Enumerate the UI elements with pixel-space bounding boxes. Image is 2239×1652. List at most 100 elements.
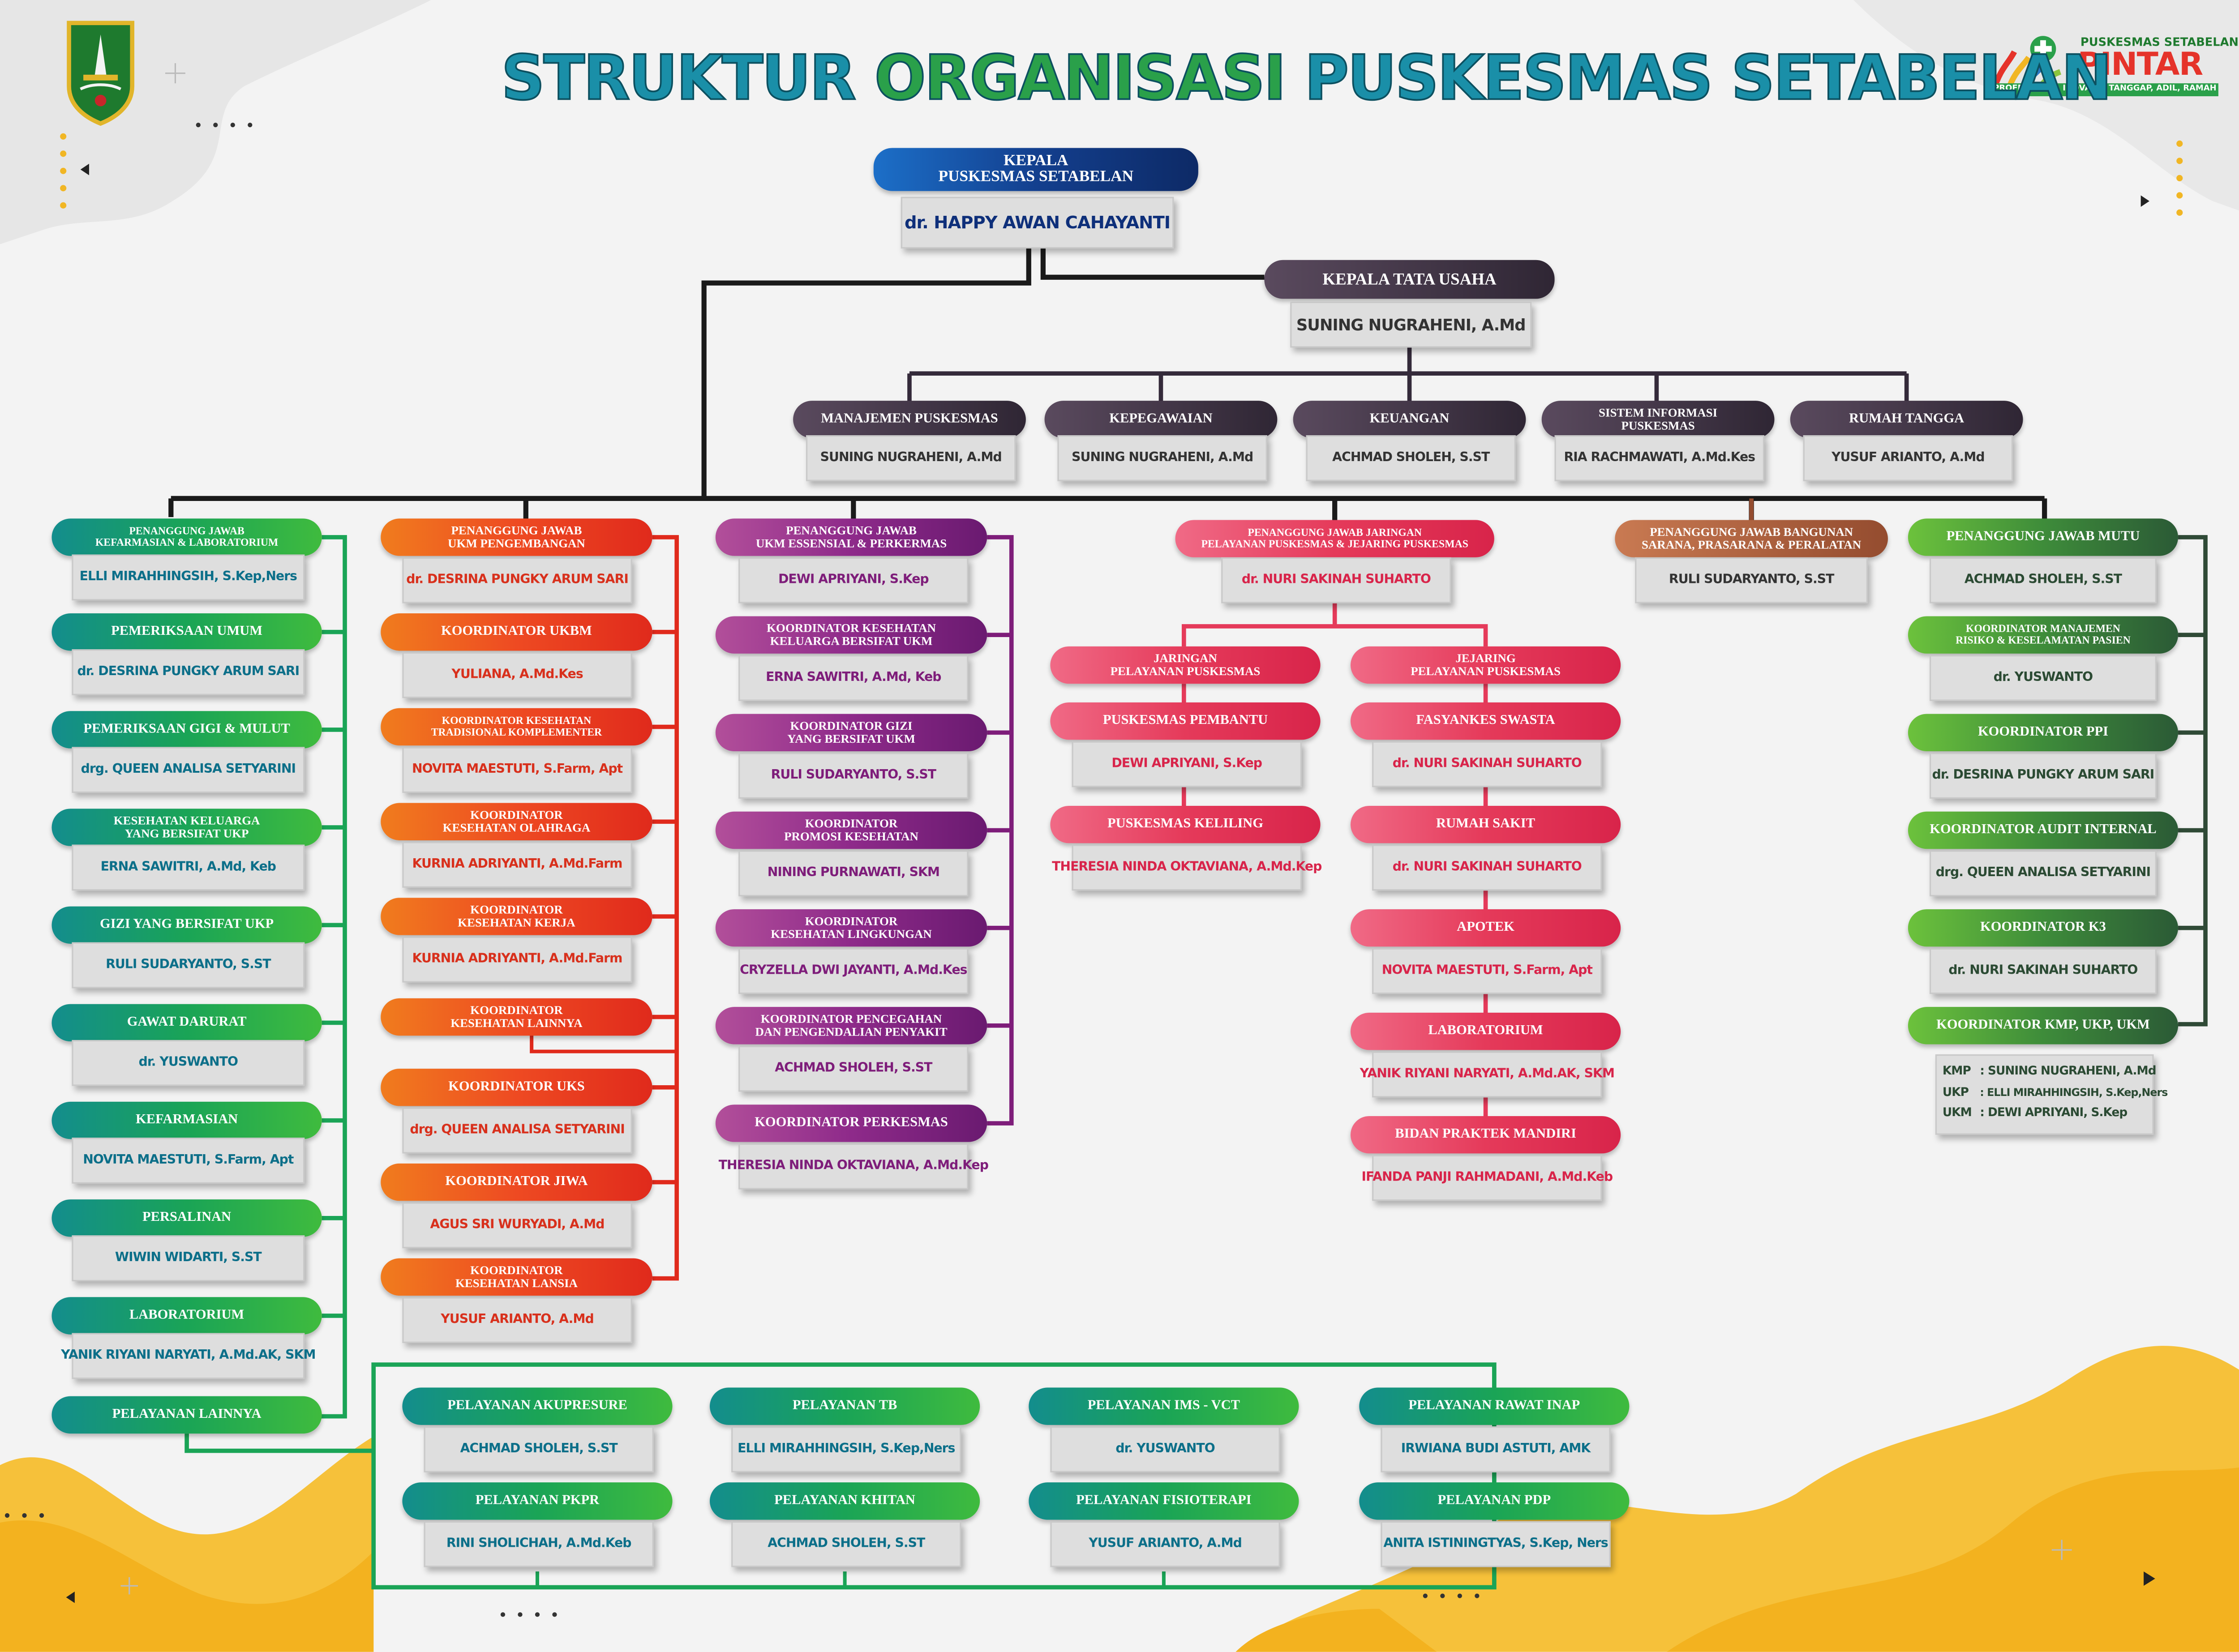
col6-3-name: drg. QUEEN ANALISA SETYARINI xyxy=(1930,850,2157,897)
ukm-row: UKM: DEWI APRIYANI, S.Kep xyxy=(1943,1102,2152,1123)
col2-2-header-line2: TRADISIONAL KOMPLEMENTER xyxy=(431,725,602,739)
lainnya-5-name: ACHMAD SHOLEH, S.ST xyxy=(731,1521,961,1567)
col2-7-name: AGUS SRI WURYADI, A.Md xyxy=(402,1202,632,1249)
lainnya-0-name: ACHMAD SHOLEH, S.ST xyxy=(424,1426,654,1472)
kmp-row: KMP : SUNING NUGRAHENI, A.Md xyxy=(1942,1060,2157,1081)
col1-0-name: ELLI MIRAHHINGSIH, S.Kep,Ners xyxy=(72,554,305,601)
kmp-detail-box: KMP : SUNING NUGRAHENI, A.Md UKP: ELLI MI… xyxy=(1935,1054,2168,1135)
col1-2-name: drg. QUEEN ANALISA SETYARINI xyxy=(72,747,305,793)
jejaring-item-2-name: NOVITA MAESTUTI, S.Farm, Apt xyxy=(1372,948,1602,994)
lainnya-7-header: PELAYANAN PDP xyxy=(1359,1482,1630,1520)
col2-4-name: KURNIA ADRIYANTI, A.Md.Farm xyxy=(402,936,632,983)
col2-0-header-line2: UKM PENGEMBANGAN xyxy=(448,537,585,550)
col3-5-header-line1: KOORDINATOR PENCEGAHAN xyxy=(760,1012,942,1026)
col3-5-header-line2: DAN PENGENDALIAN PENYAKIT xyxy=(755,1025,948,1039)
kmp-key: KMP xyxy=(1942,1063,1971,1078)
col3-0-name: DEWI APRIYANI, S.Kep xyxy=(738,557,969,603)
col1-4-name: RULI SUDARYANTO, S.ST xyxy=(72,942,305,989)
col1-5-name: dr. YUSWANTO xyxy=(72,1040,305,1086)
jaringan-item-0-header: PUSKESMAS PEMBANTU xyxy=(1050,702,1321,740)
col2-5-header-line1: KOORDINATOR xyxy=(470,1004,563,1017)
col2-4-header-line2: KESEHATAN KERJA xyxy=(458,916,575,929)
head-name: dr. HAPPY AWAN CAHAYANTI xyxy=(901,197,1174,249)
col6-0-header: PENANGGUNG JAWAB MUTU xyxy=(1908,518,2179,556)
lainnya-1-header: PELAYANAN TB xyxy=(709,1387,980,1425)
tu-sub-3-name: RIA RACHMAWATI, A.Md.Kes xyxy=(1554,435,1765,481)
col3-6-header: KOORDINATOR PERKESMAS xyxy=(715,1104,987,1142)
col2-8-name: YUSUF ARIANTO, A.Md xyxy=(402,1297,632,1343)
head-role-line2: PUSKESMAS SETABELAN xyxy=(938,168,1134,185)
tu-sub-2-name: ACHMAD SHOLEH, S.ST xyxy=(1306,435,1516,481)
kmp-value: : SUNING NUGRAHENI, A.Md xyxy=(1980,1063,2156,1078)
col6-1-name: dr. YUSWANTO xyxy=(1930,655,2157,701)
col3-2-name: RULI SUDARYANTO, S.ST xyxy=(738,753,969,799)
col6-5-header: KOORDINATOR KMP, UKP, UKM xyxy=(1908,1007,2179,1044)
col1-8-header: LABORATORIUM xyxy=(51,1297,322,1335)
col2-6-name: drg. QUEEN ANALISA SETYARINI xyxy=(402,1107,632,1154)
col2-7-header: KOORDINATOR JIWA xyxy=(381,1163,652,1201)
col6-3-header: KOORDINATOR AUDIT INTERNAL xyxy=(1908,811,2179,849)
col3-3-header-line1: KOORDINATOR xyxy=(805,817,898,830)
head-role-line1: KEPALA xyxy=(1004,151,1068,169)
jaringan-item-0-name: DEWI APRIYANI, S.Kep xyxy=(1072,741,1302,787)
col6-4-header: KOORDINATOR K3 xyxy=(1908,909,2179,947)
tu-sub-4-header: RUMAH TANGGA xyxy=(1790,401,2023,438)
jejaring-item-1-name: dr. NURI SAKINAH SUHARTO xyxy=(1372,844,1602,891)
col2-3-header-line1: KOORDINATOR xyxy=(470,809,563,822)
col1-3-header-line2: YANG BERSIFAT UKP xyxy=(124,827,249,840)
jejaring-header-line1: JEJARING xyxy=(1455,652,1516,665)
jaringan-item-1-name: THERESIA NINDA OKTAVIANA, A.Md.Kep xyxy=(1052,844,1322,891)
col1-3-name: ERNA SAWITRI, A.Md, Keb xyxy=(72,844,305,891)
col2-0-name: dr. DESRINA PUNGKY ARUM SARI xyxy=(402,557,632,603)
col3-0-header-line1: PENANGGUNG JAWAB xyxy=(786,524,917,537)
lainnya-0-header: PELAYANAN AKUPRESURE xyxy=(402,1387,673,1425)
ukp-row: UKP: ELLI MIRAHHINGSIH, S.Kep,Ners xyxy=(1942,1081,2168,1102)
ukp-key: UKP xyxy=(1942,1083,1969,1098)
tu-sub-1-name: SUNING NUGRAHENI, A.Md xyxy=(1057,435,1267,481)
lainnya-6-header: PELAYANAN FISIOTERAPI xyxy=(1029,1482,1299,1520)
jejaring-header-line2: PELAYANAN PUSKESMAS xyxy=(1411,665,1561,678)
jejaring-item-4-header: BIDAN PRAKTEK MANDIRI xyxy=(1350,1116,1621,1154)
jejaring-item-0-header: FASYANKES SWASTA xyxy=(1350,702,1621,740)
col1-8-name: YANIK RIYANI NARYATI, A.Md.AK, SKM xyxy=(61,1333,316,1379)
col2-8-header-line2: KESEHATAN LANSIA xyxy=(455,1277,578,1290)
col3-1-header-line2: KELUARGA BERSIFAT UKM xyxy=(770,635,933,648)
col2-0-header-line1: PENANGGUNG JAWAB xyxy=(451,524,582,537)
bangunan-header-line2: SARANA, PRASARANA & PERALATAN xyxy=(1642,539,1862,552)
head-role: KEPALA PUSKESMAS SETABELAN xyxy=(873,148,1198,191)
ukm-key: UKM xyxy=(1942,1104,1972,1119)
col1-0-header-line1: PENANGGUNG JAWAB xyxy=(129,524,244,537)
col6-1-header-line1: KOORDINATOR MANAJEMEN xyxy=(1965,622,2120,635)
jejaring-item-3-name: YANIK RIYANI NARYATI, A.Md.AK, SKM xyxy=(1360,1051,1615,1098)
col6-1-header-line2: RISIKO & KESELAMATAN PASIEN xyxy=(1956,633,2131,646)
col2-4-header-line1: KOORDINATOR xyxy=(470,903,563,917)
lainnya-5-header: PELAYANAN KHITAN xyxy=(709,1482,980,1520)
col3-4-header-line1: KOORDINATOR xyxy=(805,915,898,928)
logo-line1: PUSKESMAS SETABELAN xyxy=(2080,36,2239,49)
bangunan-header-line1: PENANGGUNG JAWAB BANGUNAN xyxy=(1650,526,1853,539)
jejaring-item-2-header: APOTEK xyxy=(1350,909,1621,947)
col2-6-header: KOORDINATOR UKS xyxy=(381,1069,652,1106)
col2-3-header-line2: KESEHATAN OLAHRAGA xyxy=(442,822,591,835)
tu-name: SUNING NUGRAHENI, A.Md xyxy=(1290,301,1532,348)
col1-1-name: dr. DESRINA PUNGKY ARUM SARI xyxy=(72,649,305,695)
col1-7-header: PERSALINAN xyxy=(51,1199,322,1237)
col3-4-name: CRYZELLA DWI JAYANTI, A.Md.Kes xyxy=(738,948,969,994)
col2-2-name: NOVITA MAESTUTI, S.Farm, Apt xyxy=(402,747,632,793)
lainnya-1-name: ELLI MIRAHHINGSIH, S.Kep,Ners xyxy=(731,1426,961,1472)
col2-1-header: KOORDINATOR UKBM xyxy=(381,613,652,651)
col6-2-name: dr. DESRINA PUNGKY ARUM SARI xyxy=(1930,753,2157,799)
title-word-3: PUSKESMAS SETABELAN xyxy=(1304,42,2113,116)
